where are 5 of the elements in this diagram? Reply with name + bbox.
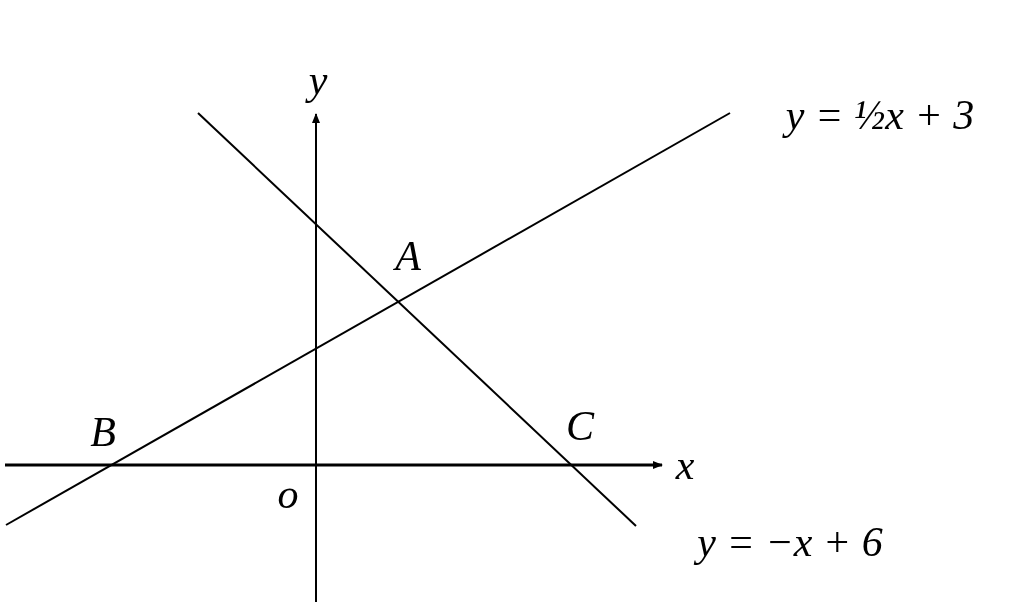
origin-label: o [277,473,299,515]
point-label: C [566,405,594,447]
point-label: B [90,411,116,453]
point-label: A [395,235,421,277]
axis-label: x [675,444,695,486]
